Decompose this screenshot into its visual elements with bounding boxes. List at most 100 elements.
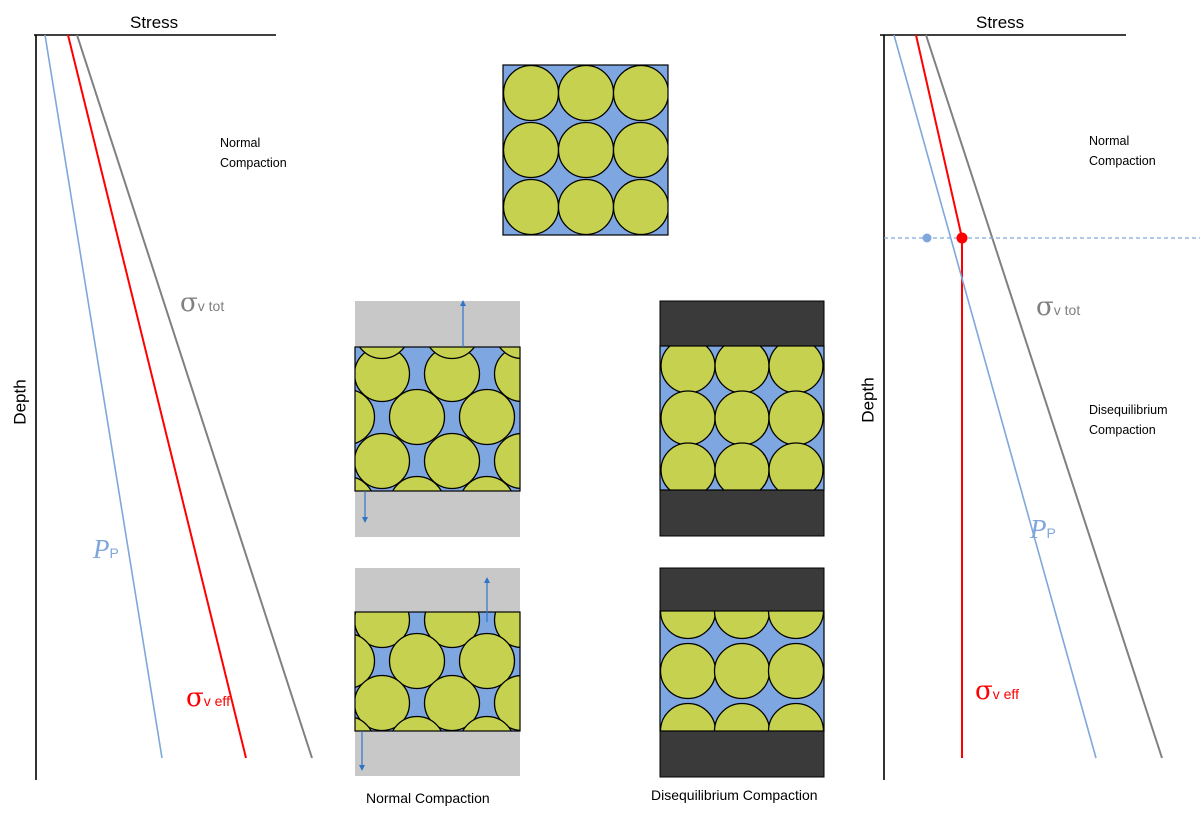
- overlying-sediment: [355, 568, 520, 612]
- pressure-symbol: P: [1030, 514, 1047, 544]
- left-sigma-tot-line: [76, 34, 313, 759]
- sediment-grain: [660, 346, 716, 394]
- right-stress-depth-plot: [880, 34, 1200, 780]
- note-line: Compaction: [1089, 154, 1156, 168]
- disequilibrium-compaction-caption: Disequilibrium Compaction: [651, 787, 818, 803]
- sediment-grain: [660, 390, 716, 446]
- sediment-grain: [714, 442, 770, 490]
- sediment-grain: [767, 642, 824, 700]
- sediment-grain: [493, 432, 520, 490]
- label-subscript: P: [1046, 525, 1056, 541]
- left-sigma-eff-label: σv eff: [186, 683, 230, 713]
- sediment-grain: [503, 121, 560, 179]
- sediment-grain: [503, 65, 560, 122]
- normal-compaction-sample-2: [354, 568, 521, 776]
- sediment-grain: [355, 347, 411, 403]
- sediment-grain: [660, 611, 717, 640]
- sigma-symbol: σ: [186, 683, 204, 713]
- left-stress-depth-plot: [34, 34, 313, 780]
- sediment-grain: [612, 178, 668, 235]
- sediment-grain: [714, 390, 770, 446]
- lower-seal: [659, 489, 825, 537]
- right-sigma-eff-label: σv eff: [975, 676, 1019, 706]
- sediment-grain: [713, 702, 771, 731]
- sediment-grain: [768, 442, 824, 490]
- sediment-grain: [458, 632, 516, 690]
- left-sigma-eff-line: [67, 34, 247, 759]
- sediment-grain: [768, 346, 824, 394]
- right-x-axis-title: Stress: [976, 13, 1025, 32]
- left-pore-pressure-line: [44, 34, 163, 759]
- sediment-grain: [660, 702, 717, 731]
- sediment-grain: [557, 178, 615, 235]
- sediment-grain: [355, 612, 411, 649]
- sediment-grain: [557, 121, 615, 179]
- label-subscript: v tot: [1053, 302, 1081, 318]
- note-line: Compaction: [220, 156, 287, 170]
- effective-stress-onset-point: [956, 232, 968, 244]
- right-sigma-tot-label: σv tot: [1036, 292, 1080, 322]
- sediment-grain: [462, 715, 512, 731]
- sediment-grain: [358, 347, 406, 360]
- sediment-grain: [493, 347, 520, 403]
- upper-seal: [659, 567, 825, 612]
- label-subscript: P: [109, 545, 119, 561]
- sediment-grain: [660, 442, 716, 490]
- label-subscript: v eff: [203, 693, 230, 709]
- sediment-grain: [355, 634, 376, 688]
- lower-seal: [659, 730, 825, 778]
- overlying-sediment: [355, 301, 520, 347]
- note-line: Normal: [1089, 134, 1130, 148]
- sediment-grain: [660, 642, 717, 700]
- right-pore-pressure-line: [893, 34, 1097, 759]
- sediment-grain: [428, 347, 476, 360]
- left-x-axis-title: Stress: [130, 13, 179, 32]
- sediment-grain: [767, 702, 824, 731]
- left-sigma-tot-label: σv tot: [180, 288, 224, 318]
- sediment-grain: [498, 347, 520, 360]
- note-line: Normal: [220, 136, 261, 150]
- left-pp-label: PP: [93, 534, 119, 565]
- sediment-grain: [767, 611, 824, 640]
- sediment-grain: [557, 65, 615, 122]
- underlying-sediment: [355, 731, 520, 776]
- sediment-grain: [768, 390, 824, 446]
- sediment-grain: [388, 388, 446, 446]
- sediment-grain: [458, 388, 516, 446]
- sediment-grain: [462, 475, 512, 491]
- sediment-grain: [612, 65, 668, 122]
- normal-compaction-caption: Normal Compaction: [366, 790, 490, 806]
- underlying-sediment: [355, 491, 520, 537]
- sediment-grain: [493, 612, 520, 649]
- sigma-symbol: σ: [180, 288, 198, 318]
- sediment-grain: [713, 611, 771, 640]
- right-disequilibrium-note: Disequilibrium Compaction: [1089, 400, 1168, 440]
- note-line: Compaction: [1089, 423, 1156, 437]
- sediment-grain: [423, 612, 481, 649]
- sigma-symbol: σ: [1036, 292, 1054, 322]
- right-y-axis-title: Depth: [858, 377, 878, 423]
- pressure-symbol: P: [93, 534, 110, 564]
- label-subscript: v eff: [992, 686, 1019, 702]
- right-pp-label: PP: [1030, 514, 1056, 545]
- right-sigma-eff-line: [915, 34, 963, 758]
- normal-compaction-sample-1: [354, 300, 521, 537]
- right-sigma-tot-line: [925, 34, 1163, 759]
- sediment-grain: [388, 632, 446, 690]
- sediment-grain: [392, 715, 442, 731]
- left-normal-compaction-note: Normal Compaction: [220, 133, 287, 173]
- sediment-grain: [355, 432, 411, 490]
- left-y-axis-title: Depth: [10, 379, 30, 425]
- sediment-grain: [355, 717, 372, 731]
- sediment-grain: [355, 477, 372, 491]
- sediment-grain: [423, 347, 481, 403]
- sediment-grain: [392, 475, 442, 491]
- label-subscript: v tot: [197, 298, 225, 314]
- right-normal-compaction-note: Normal Compaction: [1089, 131, 1156, 171]
- upper-seal: [659, 300, 825, 347]
- disequilibrium-sample-2: [659, 567, 825, 778]
- sediment-grain: [493, 674, 520, 731]
- sediment-grain: [423, 432, 481, 490]
- initial-grain-pack: [502, 64, 669, 236]
